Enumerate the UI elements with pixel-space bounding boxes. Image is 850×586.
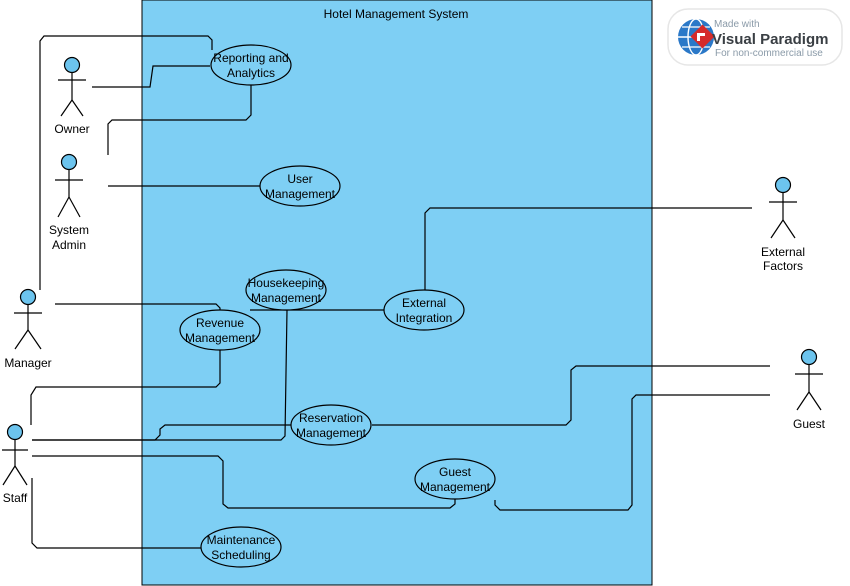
connector-admin-reporting [107, 85, 252, 155]
connector-reservation-guest [372, 365, 770, 426]
connector-staff-revenue [30, 350, 221, 425]
globe-icon [678, 18, 715, 56]
connector-manager-reporting [39, 35, 213, 290]
svg-text:For non-commercial use: For non-commercial use [715, 48, 823, 59]
connector-staff-maintenance [31, 478, 204, 549]
actor-manager-label: Manager [4, 356, 51, 370]
connector-owner-reporting [92, 65, 210, 88]
actor-manager [14, 288, 42, 350]
connector-staff-housekeeping [32, 309, 288, 441]
actor-external-factors [769, 176, 797, 239]
system-title: Hotel Management System [324, 7, 469, 21]
connectors [30, 35, 770, 549]
connector-staff-guestmgmt [32, 455, 456, 509]
actor-guest-label: Guest [793, 417, 826, 431]
actor-system-admin [55, 153, 83, 218]
actor-guest [795, 348, 823, 411]
system-boundary [141, 0, 653, 586]
connector-guest-guestmgmt [494, 394, 770, 511]
actor-owner-label: Owner [54, 122, 89, 136]
actor-staff-label: Staff [3, 491, 28, 505]
actor-staff [2, 423, 28, 486]
svg-text:Made with: Made with [714, 19, 760, 30]
svg-text:Visual Paradigm: Visual Paradigm [712, 31, 828, 48]
connector-factors-integration [424, 207, 752, 290]
connector-staff-reservation [32, 424, 292, 441]
actor-owner [58, 56, 86, 117]
watermark-badge: Made with Visual Paradigm For non-commer… [667, 8, 843, 66]
